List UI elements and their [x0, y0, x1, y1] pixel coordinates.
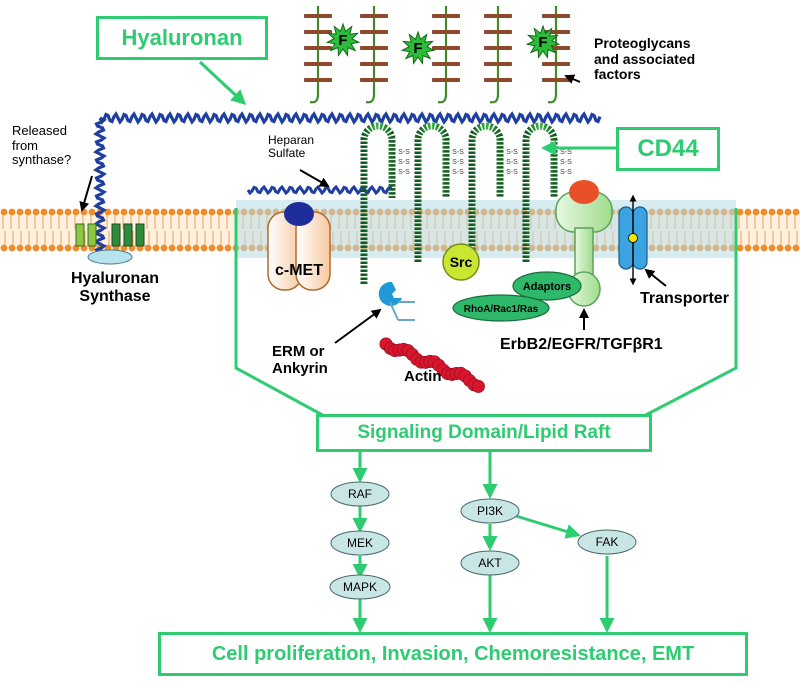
actin-label: Actin: [404, 368, 442, 385]
raf-node: [330, 481, 390, 507]
pi3k-node: [460, 498, 520, 524]
cd44-box: CD44: [616, 127, 720, 171]
erbb-label: ErbB2/EGFR/TGFβR1: [500, 336, 663, 353]
adaptors-protein: [512, 271, 582, 301]
disulfide-label: S-S: [452, 169, 464, 176]
disulfide-label: S-S: [398, 159, 410, 166]
disulfide-label: S-S: [398, 169, 410, 176]
rho-ras-complex: [452, 294, 550, 322]
mapk-node: [329, 574, 391, 600]
disulfide-label: S-S: [506, 169, 518, 176]
erm-label: ERM or Ankyrin: [272, 343, 328, 377]
src-label: Src: [450, 254, 473, 270]
hyaluronan-synthase-label: Hyaluronan Synthase: [70, 270, 159, 305]
transporter-label: Transporter: [640, 290, 729, 307]
disulfide-label: S-S: [398, 149, 410, 156]
disulfide-label: S-S: [560, 149, 572, 156]
cd44-receptors: S-S S-S S-S S-S S-S S-S S-S S-S S-S S-S S-S S-S: [360, 122, 572, 284]
disulfide-label: S-S: [506, 149, 518, 156]
pathway-arrows: [352, 452, 615, 633]
disulfide-label: S-S: [560, 169, 572, 176]
outcome-box: Cell proliferation, Invasion, Chemoresis…: [158, 632, 748, 676]
mek-node: [330, 530, 390, 556]
transporter-protein: [618, 194, 648, 286]
fak-label: FAK: [596, 535, 619, 549]
label-arrows: [79, 60, 667, 344]
rho-label: RhoA/Rac1/Ras: [464, 304, 539, 315]
pathway-nodes: [329, 481, 637, 600]
akt-label: AKT: [478, 556, 502, 570]
released-label: Released from synthase?: [12, 123, 72, 168]
cmet-label: c-MET: [275, 262, 323, 279]
pi3k-label: PI3K: [477, 504, 503, 518]
heparan-label: Heparan Sulfate: [268, 133, 315, 161]
mapk-label: MAPK: [343, 580, 377, 594]
raf-label: RAF: [348, 487, 372, 501]
disulfide-label: S-S: [506, 159, 518, 166]
akt-node: [460, 550, 520, 576]
proteoglycans-label: Proteoglycans and associated factors: [594, 35, 696, 83]
disulfide-label: S-S: [452, 149, 464, 156]
raft-bracket: [234, 208, 738, 420]
factor-label: F: [538, 34, 547, 51]
hyaluronan-chains: [93, 111, 602, 257]
heparan-sulfate-chain: [246, 184, 394, 196]
hyaluronan-synthase: [75, 223, 145, 265]
fak-node: [577, 529, 637, 555]
disulfide-label: S-S: [560, 159, 572, 166]
cmet-receptor: [267, 202, 331, 291]
factor-label: F: [338, 32, 347, 49]
adaptors-label: Adaptors: [523, 281, 571, 293]
disulfide-label: S-S: [452, 159, 464, 166]
proteoglycans: [304, 6, 570, 104]
src-kinase: [442, 243, 480, 281]
hyaluronan-box: Hyaluronan: [96, 16, 268, 60]
actin-filament: [379, 337, 485, 393]
erm-ankyrin-protein: [378, 281, 415, 321]
mek-label: MEK: [347, 536, 373, 550]
signaling-domain-box: Signaling Domain/Lipid Raft: [316, 414, 652, 452]
factor-label: F: [413, 40, 422, 57]
